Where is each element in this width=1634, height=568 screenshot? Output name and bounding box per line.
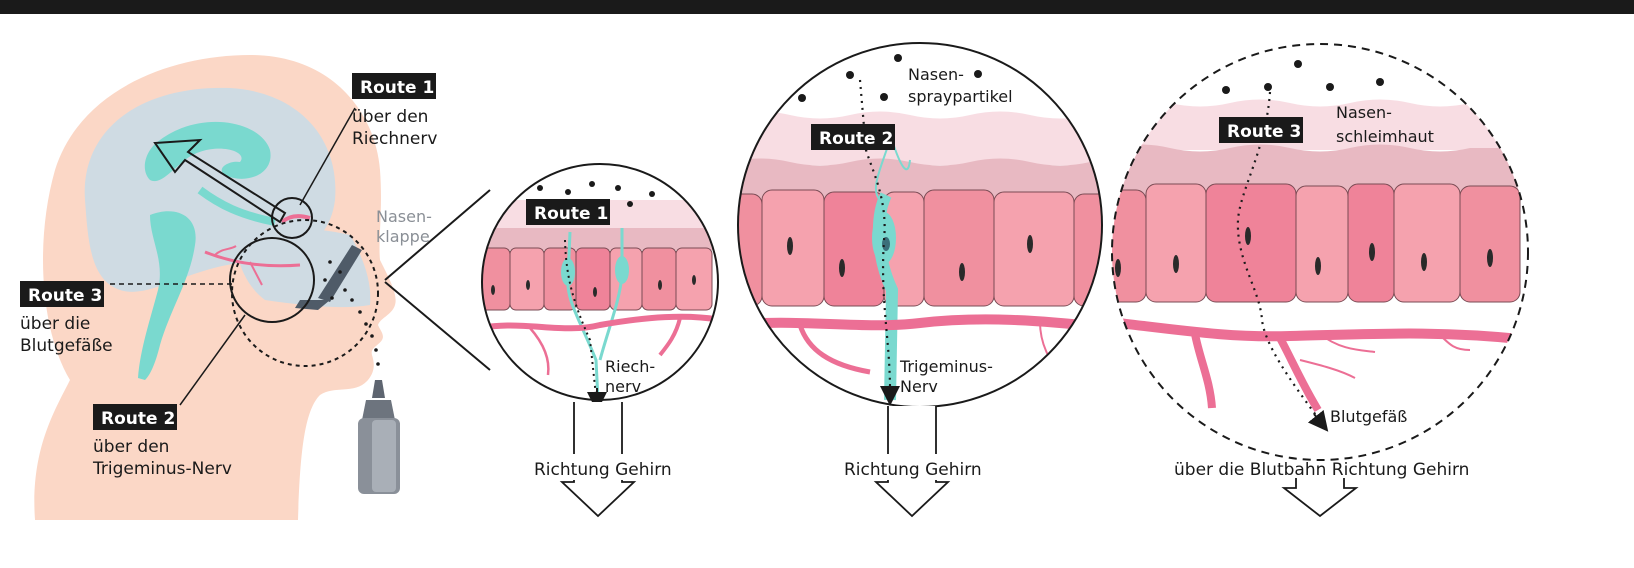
top-rule xyxy=(0,0,1634,14)
route3-badge-text: Route 3 xyxy=(28,286,102,306)
p1-direction: Richtung Gehirn xyxy=(534,460,672,480)
route1-callout: Route 1 über den Riechnerv xyxy=(352,73,437,149)
p2-spray-line2: spraypartikel xyxy=(908,87,1013,106)
p3-mucosa-line1: Nasen- xyxy=(1336,103,1392,122)
route2-desc-line1: über den xyxy=(93,437,169,457)
p1-badge-text: Route 1 xyxy=(534,204,608,224)
p2-spray-line1: Nasen- xyxy=(908,65,964,84)
route3-desc-line2: Blutgefäße xyxy=(20,336,113,356)
panel-route3: Route 3 Nasen- schleimhaut Blutgefäß übe… xyxy=(1104,40,1530,516)
route1-desc-line2: Riechnerv xyxy=(352,129,437,149)
p2-cells xyxy=(726,190,1114,306)
p3-mucosa-line2: schleimhaut xyxy=(1336,127,1434,146)
p2-badge-text: Route 2 xyxy=(819,129,893,149)
route1-badge-text: Route 1 xyxy=(360,78,434,98)
p2-direction: Richtung Gehirn xyxy=(844,460,982,480)
p3-vessel-label: Blutgefäß xyxy=(1330,407,1407,426)
route1-desc-line1: über den xyxy=(352,107,428,127)
p1-nerve-line1: Riech- xyxy=(605,357,655,376)
spray-bottle xyxy=(358,380,400,494)
panel-route2: Route 2 Nasen- spraypartikel Trigeminus-… xyxy=(726,40,1114,516)
p3-cells xyxy=(1104,184,1520,302)
route2-desc-line2: Trigeminus-Nerv xyxy=(92,459,232,479)
panel-route1: Route 1 Riech- nerv Richtung Gehirn xyxy=(470,160,730,516)
p1-nerve-line2: nerv xyxy=(605,377,641,396)
route3-desc-line1: über die xyxy=(20,314,90,334)
valve-label-line1: Nasen- xyxy=(376,207,432,226)
route2-badge-text: Route 2 xyxy=(101,409,175,429)
p1-cells xyxy=(478,248,712,310)
p2-nerve-line1: Trigeminus- xyxy=(899,357,993,376)
p2-nerve-line2: Nerv xyxy=(900,377,938,396)
valve-label-line2: klappe xyxy=(376,227,430,246)
p3-badge-text: Route 3 xyxy=(1227,122,1301,142)
p3-direction: über die Blutbahn Richtung Gehirn xyxy=(1174,460,1469,480)
p3-direction-arrow xyxy=(1284,478,1356,516)
